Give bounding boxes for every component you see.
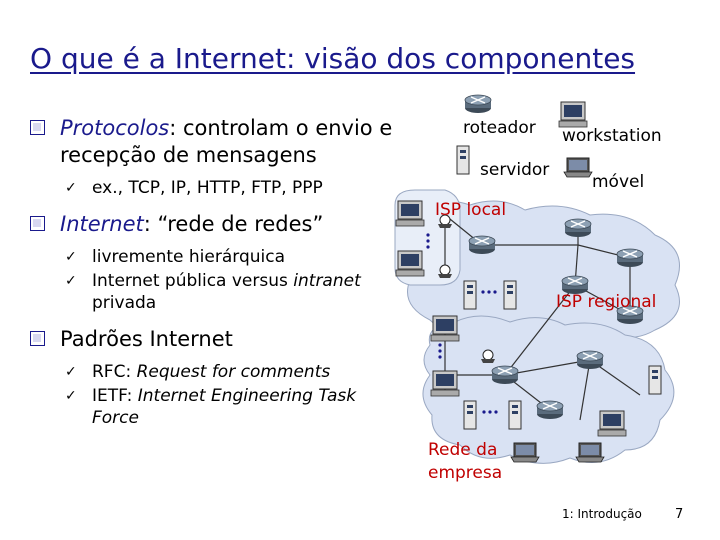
router-icon	[617, 249, 643, 267]
pc-icon	[431, 371, 459, 396]
router-icon	[537, 401, 563, 419]
router-icon	[469, 236, 495, 254]
pc-icon	[431, 316, 459, 341]
server-icon	[504, 281, 516, 309]
label-rede-empresa-line1: Rede da	[428, 440, 497, 460]
laptop-icon	[576, 443, 604, 462]
label-rede-empresa-line2: empresa	[428, 463, 502, 483]
server-icon	[649, 366, 661, 394]
router-icon	[492, 366, 518, 384]
pc-icon	[598, 411, 626, 436]
server-icon-legend	[457, 146, 469, 174]
workstation-icon-legend	[559, 102, 587, 127]
label-isp-local: ISP local	[435, 200, 506, 220]
laptop-icon-legend	[564, 158, 592, 177]
label-servidor: servidor	[480, 160, 549, 180]
server-icon	[509, 401, 521, 429]
footer-page-number: 7	[675, 507, 683, 522]
pc-icon	[396, 251, 424, 276]
router-icon	[565, 219, 591, 237]
laptop-icon	[511, 443, 539, 462]
footer-section: 1: Introdução	[562, 507, 642, 521]
label-roteador: roteador	[463, 118, 536, 138]
server-icon	[464, 281, 476, 309]
router-icon	[577, 351, 603, 369]
pc-icon	[396, 201, 424, 226]
label-workstation: workstation	[562, 126, 662, 146]
server-icon	[464, 401, 476, 429]
label-movel: móvel	[592, 172, 644, 192]
router-icon-legend	[465, 95, 491, 113]
label-isp-regional: ISP regional	[556, 292, 656, 312]
